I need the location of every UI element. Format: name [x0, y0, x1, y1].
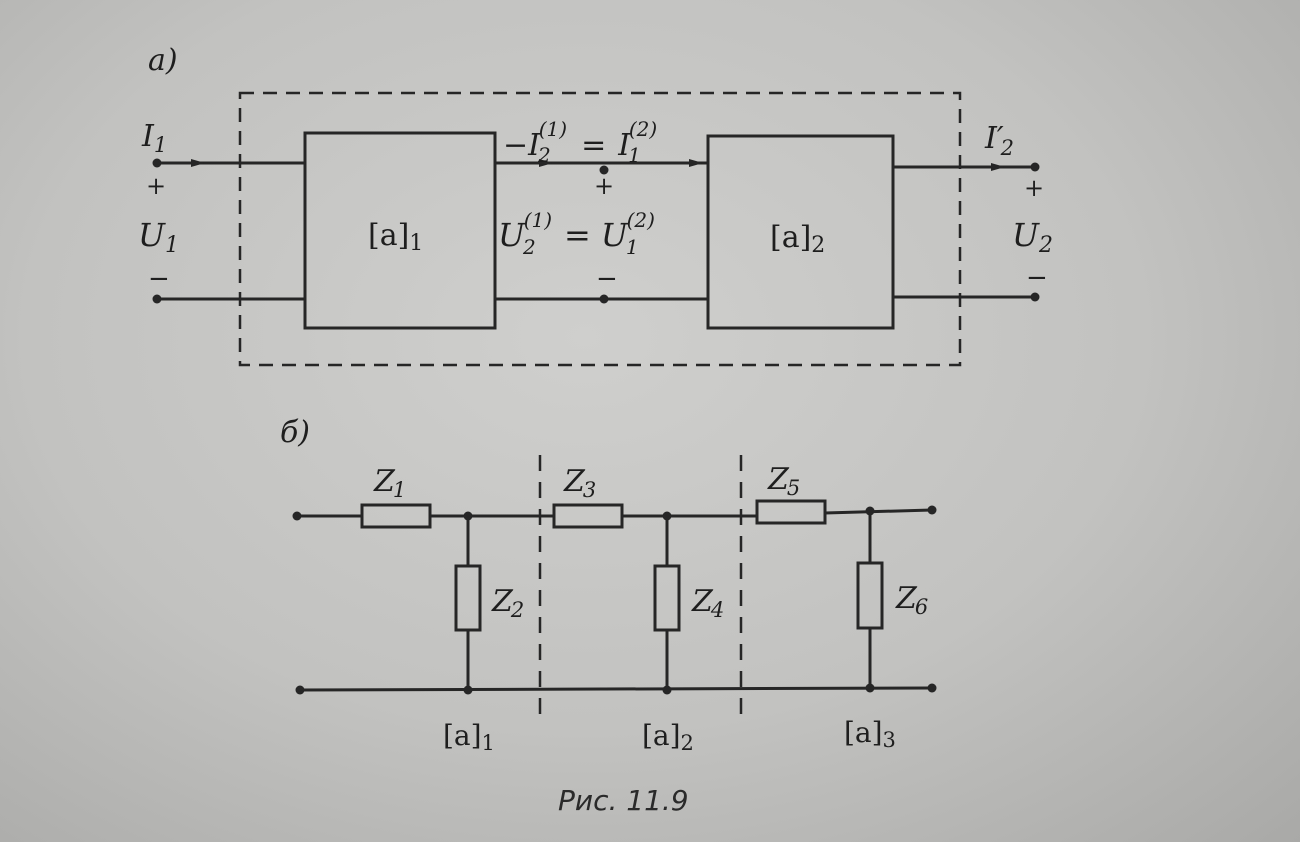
output-plus: + — [1024, 174, 1044, 202]
junction-node — [463, 685, 473, 695]
z1-label: Z1 — [373, 464, 406, 502]
z5-label: Z5 — [767, 462, 800, 500]
panel-b-label: б) — [280, 415, 310, 450]
input-voltage-label: U1 — [138, 216, 179, 258]
mid-terminal-bottom — [599, 294, 609, 304]
mid-current-equation: −I2(1)=I1(2) — [503, 117, 657, 167]
impedance-z6 — [856, 561, 884, 630]
impedance-z5 — [755, 499, 827, 525]
block-a2 — [706, 134, 895, 330]
input-terminal-bottom — [152, 294, 162, 304]
block-a1 — [303, 131, 497, 330]
output-minus: − — [1026, 263, 1048, 293]
output-terminal-bottom — [1030, 292, 1040, 302]
mid-terminal-top — [599, 165, 609, 175]
output-node-bottom — [927, 683, 937, 693]
section-a3-label: [a]3 — [844, 716, 896, 752]
junction-node — [662, 685, 672, 695]
figure-caption: Рис. 11.9 — [558, 784, 689, 817]
junction-node — [662, 511, 672, 521]
junction-node — [865, 683, 875, 693]
current-arrows — [160, 159, 1005, 171]
section-a2-label: [a]2 — [642, 719, 694, 755]
input-current-label: I1 — [141, 119, 167, 157]
block-a1-label: [a]1 — [368, 218, 423, 256]
impedance-z4 — [653, 564, 681, 632]
input-node-bottom — [295, 685, 305, 695]
input-minus: − — [148, 264, 170, 294]
z3-label: Z3 — [563, 464, 596, 502]
ladder-wires — [297, 508, 933, 692]
impedance-z2 — [454, 564, 482, 632]
mid-minus: − — [596, 264, 618, 294]
output-voltage-label: U2 — [1012, 216, 1053, 258]
z2-label: Z2 — [491, 584, 524, 622]
section-dividers — [538, 455, 743, 725]
panel-b-nodes — [292, 505, 937, 695]
input-node-top — [292, 511, 302, 521]
mid-voltage-equation: U2(1)=U1(2) — [498, 208, 655, 259]
impedance-z3 — [552, 503, 624, 529]
junction-node — [463, 511, 473, 521]
mid-plus: + — [594, 172, 614, 200]
panel-a-terminals — [152, 158, 1040, 304]
output-current-label: I′2 — [984, 121, 1014, 160]
input-terminal-top — [152, 158, 162, 168]
input-plus: + — [146, 172, 166, 200]
z6-label: Z6 — [895, 581, 928, 619]
impedance-elements — [360, 499, 884, 632]
z4-label: Z4 — [691, 584, 724, 622]
panel-a-label: a) — [148, 43, 178, 78]
block-a2-label: [a]2 — [770, 220, 825, 258]
output-node-top — [927, 505, 937, 515]
impedance-z1 — [360, 503, 432, 529]
junction-node — [865, 506, 875, 516]
output-terminal-top — [1030, 162, 1040, 172]
overall-network-outline — [238, 91, 962, 367]
section-a1-label: [a]1 — [443, 719, 495, 755]
